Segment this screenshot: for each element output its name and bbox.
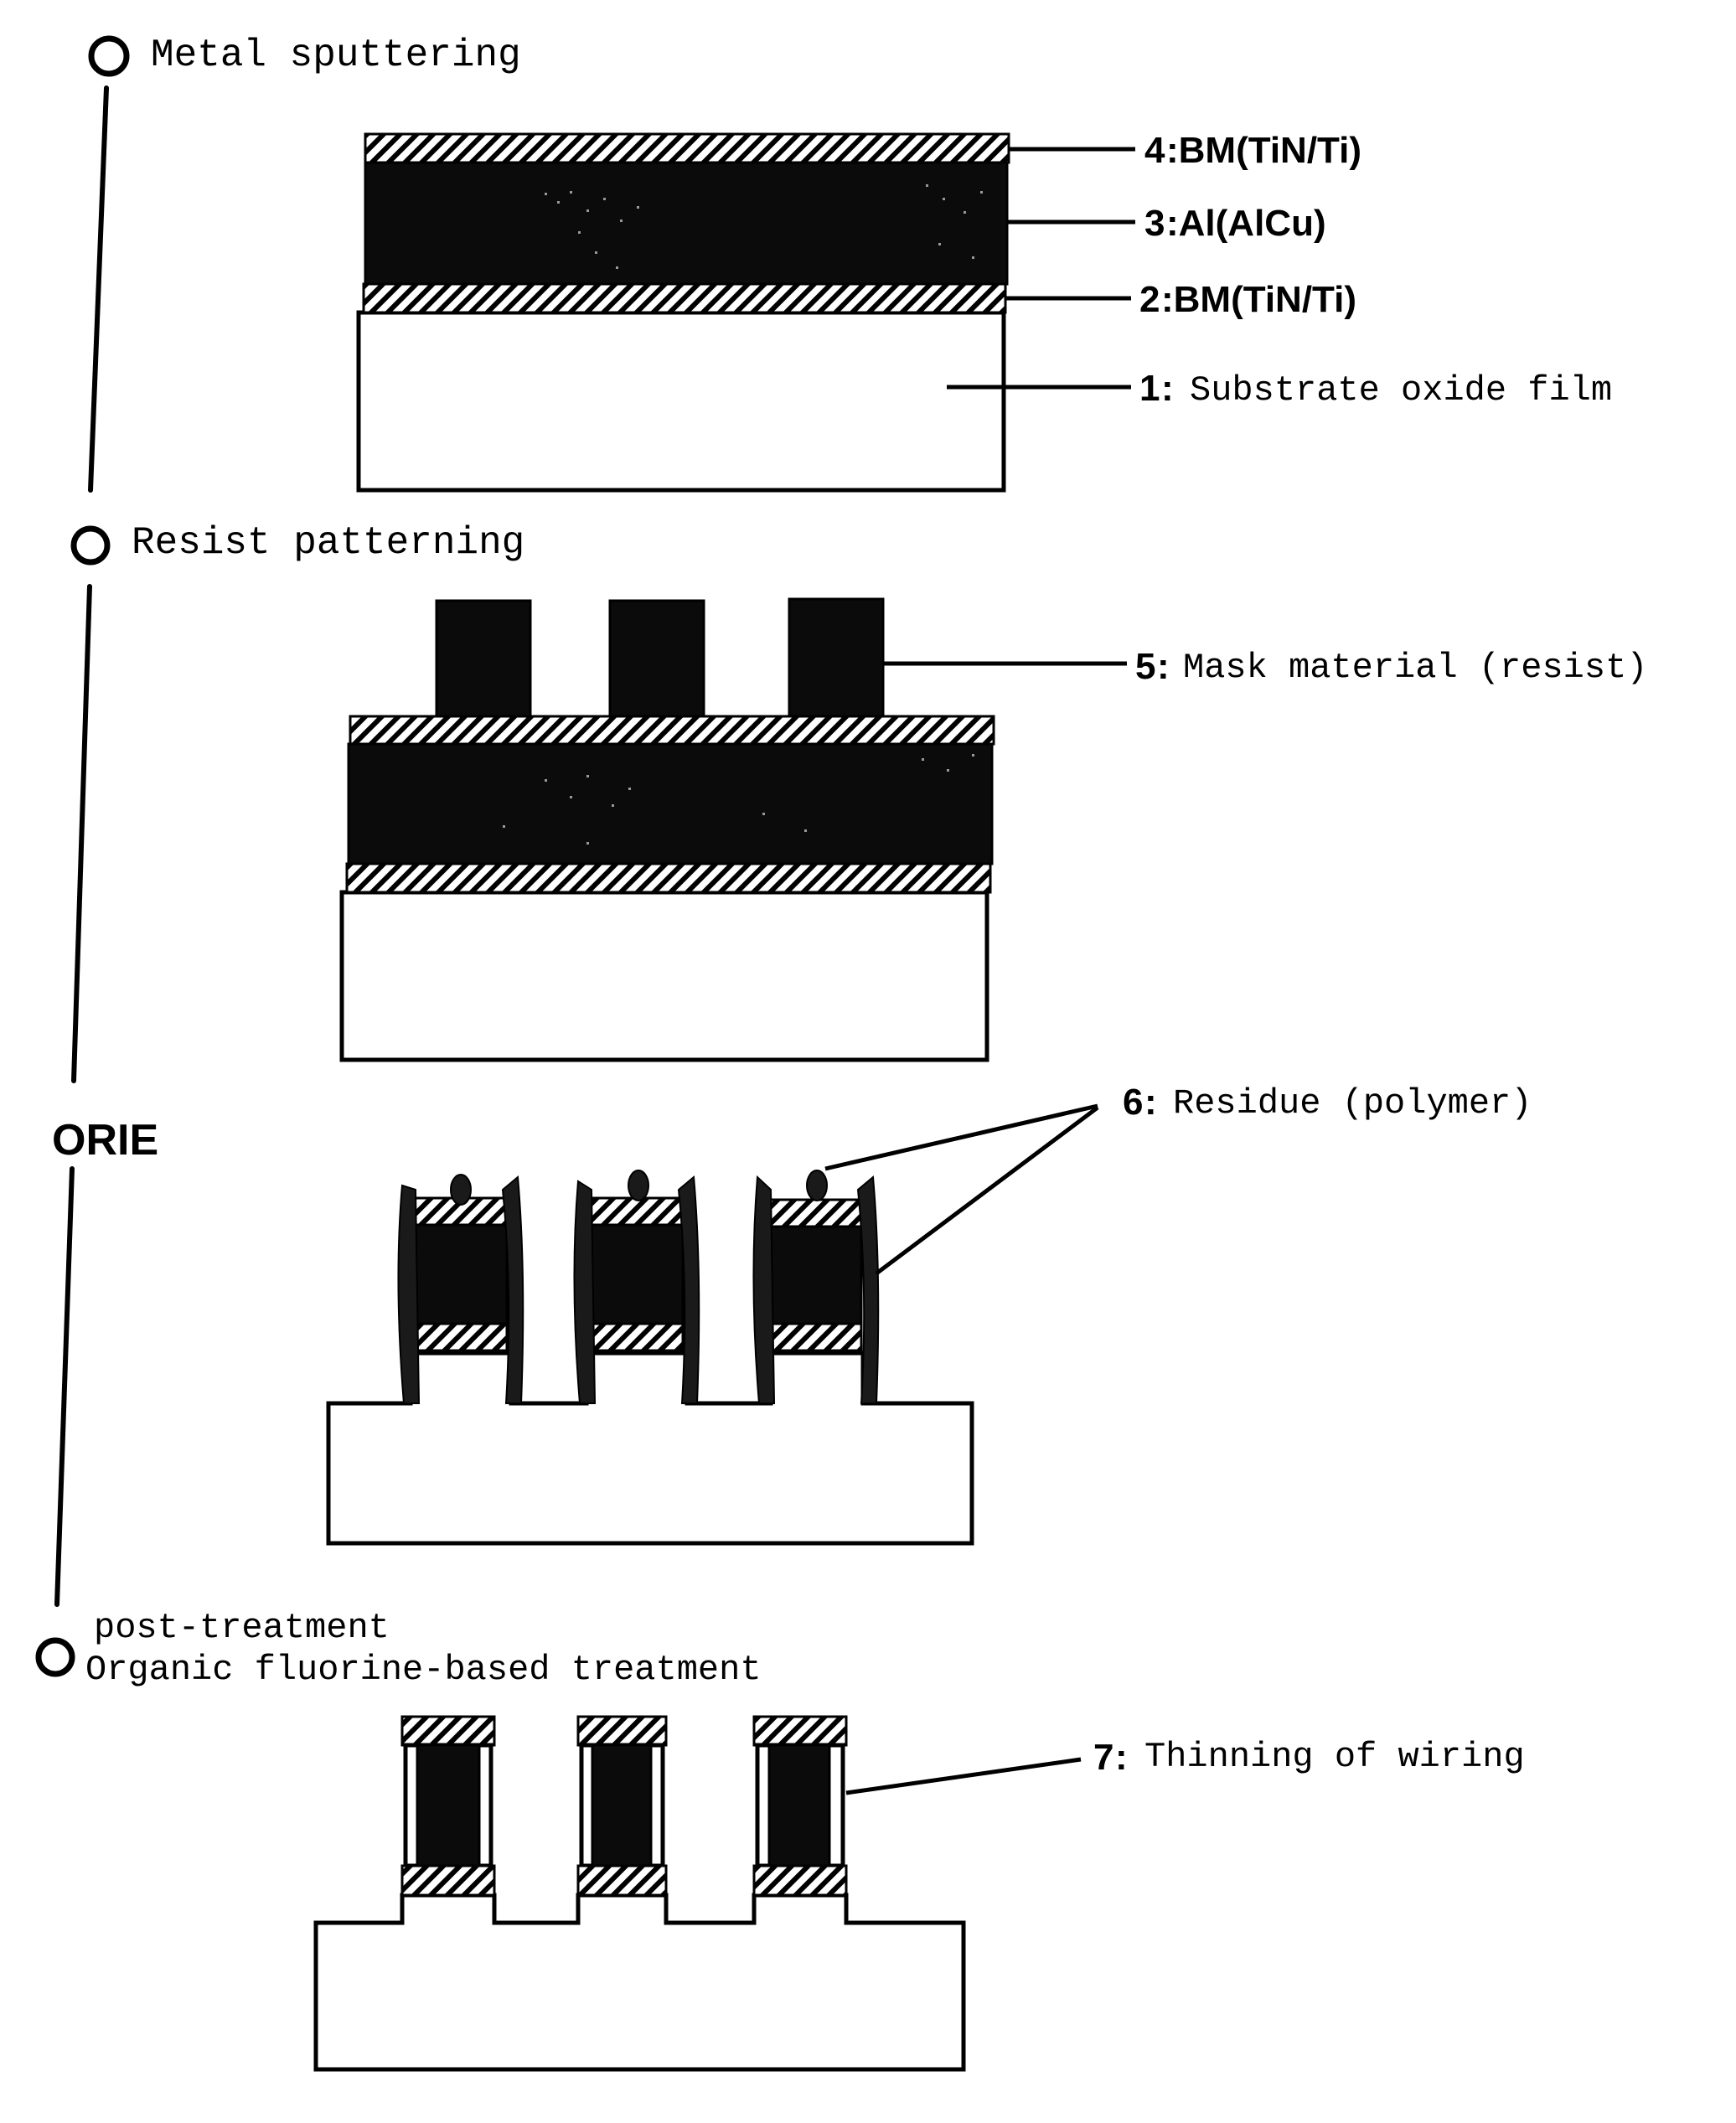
residue-sidewall-left: [398, 1185, 419, 1403]
substrate-oxide-film-etched: [316, 1895, 964, 2069]
bm-bottom: [402, 1866, 494, 1895]
al-core-thinned: [592, 1745, 651, 1866]
step-marker-icon: [91, 39, 127, 74]
stack-after-rie: [328, 1170, 972, 1543]
substrate-oxide-film: [359, 313, 1004, 490]
bm-top: [591, 1198, 683, 1225]
label-6-colon: :: [1144, 1082, 1157, 1123]
label-1-colon: :: [1161, 368, 1174, 409]
bm-bottom: [415, 1324, 507, 1351]
al-layer: [349, 744, 992, 864]
stack-as-deposited: [359, 134, 1009, 490]
bm-bottom: [578, 1866, 666, 1895]
stack-with-resist: [342, 599, 994, 1060]
bm-bottom: [769, 1324, 861, 1351]
label-6: 6 : Residue (polymer): [1123, 1082, 1532, 1123]
resist-block: [610, 601, 704, 716]
label-5-number: 5: [1135, 646, 1155, 687]
label-7: 7 : Thinning of wiring: [1093, 1737, 1525, 1778]
label-3: 3 :Al(AlCu): [1144, 203, 1326, 244]
label-4: 4 :BM(TiN/Ti): [1144, 130, 1361, 171]
flow-rail-2: [74, 586, 90, 1081]
al-core: [769, 1227, 861, 1324]
flow-rail-3: [57, 1169, 72, 1604]
al-core-thinned: [769, 1745, 829, 1866]
label-1: 1 : Substrate oxide film: [1139, 368, 1612, 411]
residue-sidewall-left: [753, 1177, 774, 1403]
label-7-text: Thinning of wiring: [1144, 1737, 1525, 1777]
bm-layer-top: [350, 716, 994, 744]
step-title-rie-text: RIE: [85, 1116, 158, 1165]
label-4-number: 4: [1144, 130, 1165, 171]
label-6-number: 6: [1123, 1082, 1143, 1123]
step-title-post-treatment: post-treatment: [94, 1608, 390, 1648]
resist-block: [789, 599, 883, 716]
bm-layer-top: [365, 134, 1009, 163]
wire-3: [754, 1717, 846, 1895]
step-post-treatment: post-treatment Organic fluorine-based tr…: [39, 1608, 762, 1690]
wire-2: [578, 1717, 666, 1895]
bm-layer-bottom: [364, 284, 1005, 313]
step-resist-patterning: Resist patterning: [74, 521, 524, 565]
bm-top: [578, 1717, 666, 1745]
residue-top-bump: [807, 1170, 827, 1201]
label-6-text: Residue (polymer): [1173, 1083, 1532, 1123]
bm-layer-bottom: [347, 864, 990, 892]
step-title-resist-patterning: Resist patterning: [132, 521, 524, 565]
bm-top: [402, 1717, 494, 1745]
resist-block: [437, 601, 530, 716]
label-5-colon: :: [1157, 646, 1170, 687]
step-marker-icon: [74, 529, 107, 562]
bm-top: [754, 1717, 846, 1745]
step-marker-icon: [39, 1640, 72, 1674]
al-layer: [365, 163, 1007, 284]
bm-top: [769, 1200, 861, 1227]
al-core: [415, 1225, 507, 1324]
label-3-text: :Al(AlCu): [1166, 203, 1326, 244]
stack-after-post-treatment: [316, 1717, 964, 2069]
residue-top-bump: [628, 1170, 648, 1201]
step-metal-sputtering: Metal sputtering: [91, 34, 521, 77]
substrate-oxide-film: [342, 892, 987, 1060]
step-subtitle-organic-fluorine: Organic fluorine-based treatment: [85, 1650, 762, 1690]
label-2-text: :BM(TiN/Ti): [1161, 279, 1356, 320]
flow-rail-1: [90, 88, 106, 490]
label-3-number: 3: [1144, 203, 1165, 244]
wire-1: [402, 1717, 494, 1895]
residue-sidewall-left: [574, 1181, 595, 1403]
label-1-text: Substrate oxide film: [1190, 370, 1612, 411]
al-core: [591, 1225, 683, 1324]
al-core-thinned: [417, 1745, 479, 1866]
leader-7: [846, 1759, 1081, 1793]
step-title-metal-sputtering: Metal sputtering: [151, 34, 521, 77]
bm-bottom: [591, 1324, 683, 1351]
step-rie: ORIE: [52, 1116, 158, 1165]
label-5: 5 : Mask material (resist): [1135, 646, 1648, 688]
label-4-text: :BM(TiN/Ti): [1166, 130, 1361, 171]
bm-bottom: [754, 1866, 846, 1895]
label-2: 2 :BM(TiN/Ti): [1139, 279, 1356, 320]
label-1-number: 1: [1139, 368, 1160, 409]
label-5-text: Mask material (resist): [1183, 648, 1648, 688]
label-7-colon: :: [1115, 1737, 1128, 1778]
label-7-number: 7: [1093, 1737, 1113, 1778]
step-title-rie: ORIE: [52, 1116, 158, 1165]
label-2-number: 2: [1139, 279, 1160, 320]
residue-top-bump: [451, 1175, 471, 1205]
